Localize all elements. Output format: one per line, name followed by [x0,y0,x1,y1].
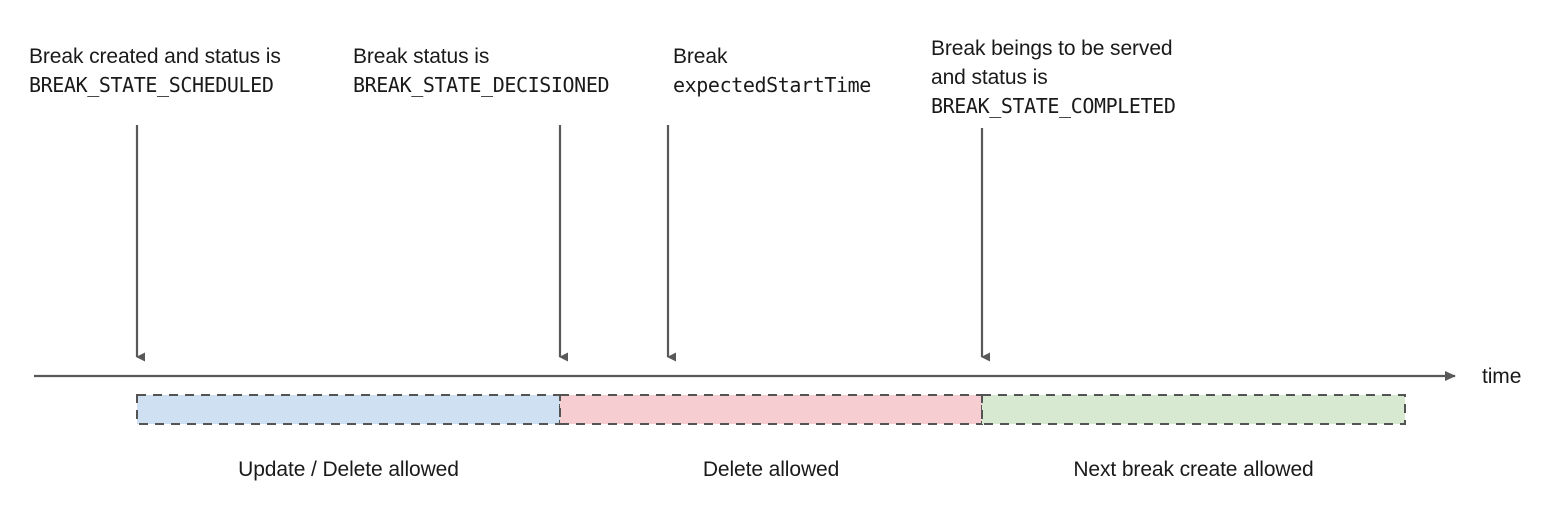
marker-arrows [135,125,990,362]
annotation-line-code: BREAK_STATE_COMPLETED [931,94,1176,118]
phase-caption-next-break-create: Next break create allowed [1073,458,1314,481]
annotation-line: Break created and status is [29,45,281,68]
annotation-line-code: expectedStartTime [673,73,871,97]
annotation-line-code: BREAK_STATE_SCHEDULED [29,73,274,97]
annotation-line-code: BREAK_STATE_DECISIONED [353,73,610,97]
annotation-line: and status is [931,66,1048,89]
annotation-line: Break status is [353,45,490,68]
annotation-completed: Break beings to be served and status is … [931,34,1176,121]
annotation-line: Break [673,45,728,68]
annotation-line: Break beings to be served [931,37,1173,60]
phase-bar-next-break-create [981,394,1406,425]
annotation-expected-start-time: Break expectedStartTime [673,42,871,100]
phase-bar-update-delete [136,394,561,425]
annotation-scheduled: Break created and status is BREAK_STATE_… [29,42,281,100]
phase-caption-update-delete: Update / Delete allowed [238,458,459,481]
time-axis-label: time [1482,365,1522,388]
phase-bar-delete-only [559,394,983,425]
annotation-decisioned: Break status is BREAK_STATE_DECISIONED [353,42,610,100]
phase-caption-delete-only: Delete allowed [702,458,840,481]
phase-bars [136,394,1406,425]
